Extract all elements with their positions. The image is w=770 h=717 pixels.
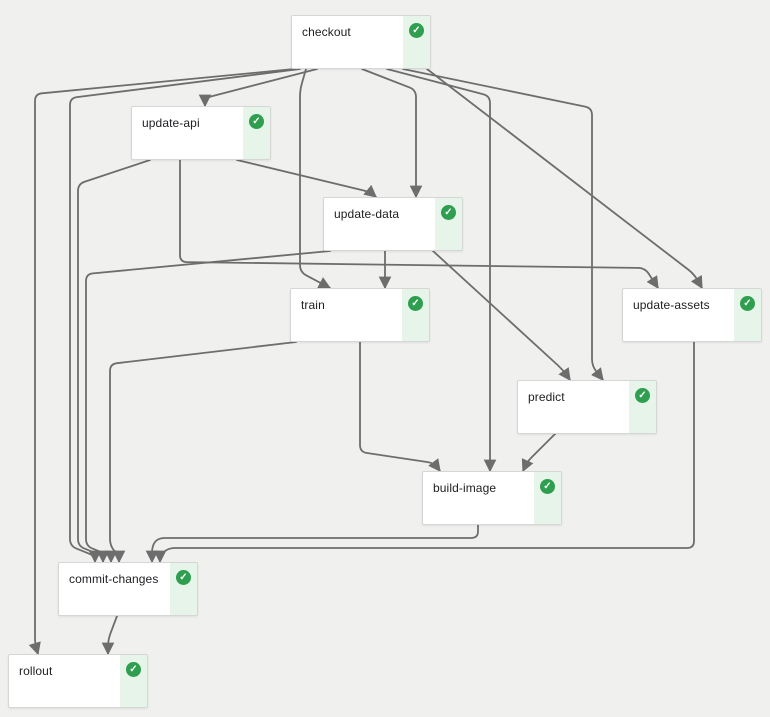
edge-update-api-update-data [236, 159, 377, 198]
status-strip: ✓ [243, 107, 270, 159]
edge-train-build-image [359, 341, 441, 473]
node-rollout[interactable]: rollout ✓ [8, 654, 148, 708]
node-build-image[interactable]: build-image ✓ [422, 471, 562, 525]
status-strip: ✓ [120, 655, 147, 707]
status-strip: ✓ [629, 381, 656, 433]
node-checkout[interactable]: checkout ✓ [291, 15, 431, 69]
node-label: train [301, 298, 325, 312]
edge-predict-build-image [521, 432, 557, 473]
check-circle-icon: ✓ [540, 479, 555, 494]
edge-checkout-update-api [198, 68, 318, 108]
check-circle-icon: ✓ [441, 205, 456, 220]
node-label: build-image [433, 481, 497, 495]
node-label: rollout [19, 664, 53, 678]
edge-commit-changes-rollout [101, 615, 118, 656]
edge-checkout-predict [402, 68, 604, 381]
check-circle-icon: ✓ [740, 296, 755, 311]
status-strip: ✓ [402, 289, 429, 341]
status-strip: ✓ [170, 563, 197, 615]
status-strip: ✓ [734, 289, 761, 341]
status-strip: ✓ [435, 198, 462, 250]
check-circle-icon: ✓ [408, 296, 423, 311]
edge-update-api-update-assets [179, 159, 659, 290]
node-label: commit-changes [69, 572, 159, 586]
node-label: update-api [142, 116, 200, 130]
node-update-assets[interactable]: update-assets ✓ [622, 288, 762, 342]
check-circle-icon: ✓ [176, 570, 191, 585]
edge-checkout-build-image [386, 68, 497, 473]
status-strip: ✓ [403, 16, 430, 68]
status-strip: ✓ [534, 472, 561, 524]
edge-train-commit-changes [109, 341, 297, 564]
node-label: checkout [302, 25, 351, 39]
node-label: predict [528, 390, 565, 404]
check-circle-icon: ✓ [249, 114, 264, 129]
node-update-data[interactable]: update-data ✓ [323, 197, 463, 251]
edge-checkout-commit-changes [69, 68, 301, 564]
edge-update-api-commit-changes [77, 159, 151, 564]
edge-update-data-predict [432, 250, 571, 382]
edge-build-image-commit-changes [145, 524, 479, 564]
edge-checkout-rollout [28, 68, 295, 656]
edge-checkout-update-assets [426, 68, 703, 290]
check-circle-icon: ✓ [635, 388, 650, 403]
node-label: update-data [334, 207, 400, 221]
edge-checkout-train [299, 68, 332, 289]
edge-checkout-update-data [361, 68, 423, 199]
edge-update-data-commit-changes [85, 250, 331, 564]
node-train[interactable]: train ✓ [290, 288, 430, 342]
check-circle-icon: ✓ [409, 23, 424, 38]
node-commit-changes[interactable]: commit-changes ✓ [58, 562, 198, 616]
node-predict[interactable]: predict ✓ [517, 380, 657, 434]
check-circle-icon: ✓ [126, 662, 141, 677]
node-update-api[interactable]: update-api ✓ [131, 106, 271, 160]
node-label: update-assets [633, 298, 710, 312]
edge-update-assets-commit-changes [153, 341, 695, 564]
